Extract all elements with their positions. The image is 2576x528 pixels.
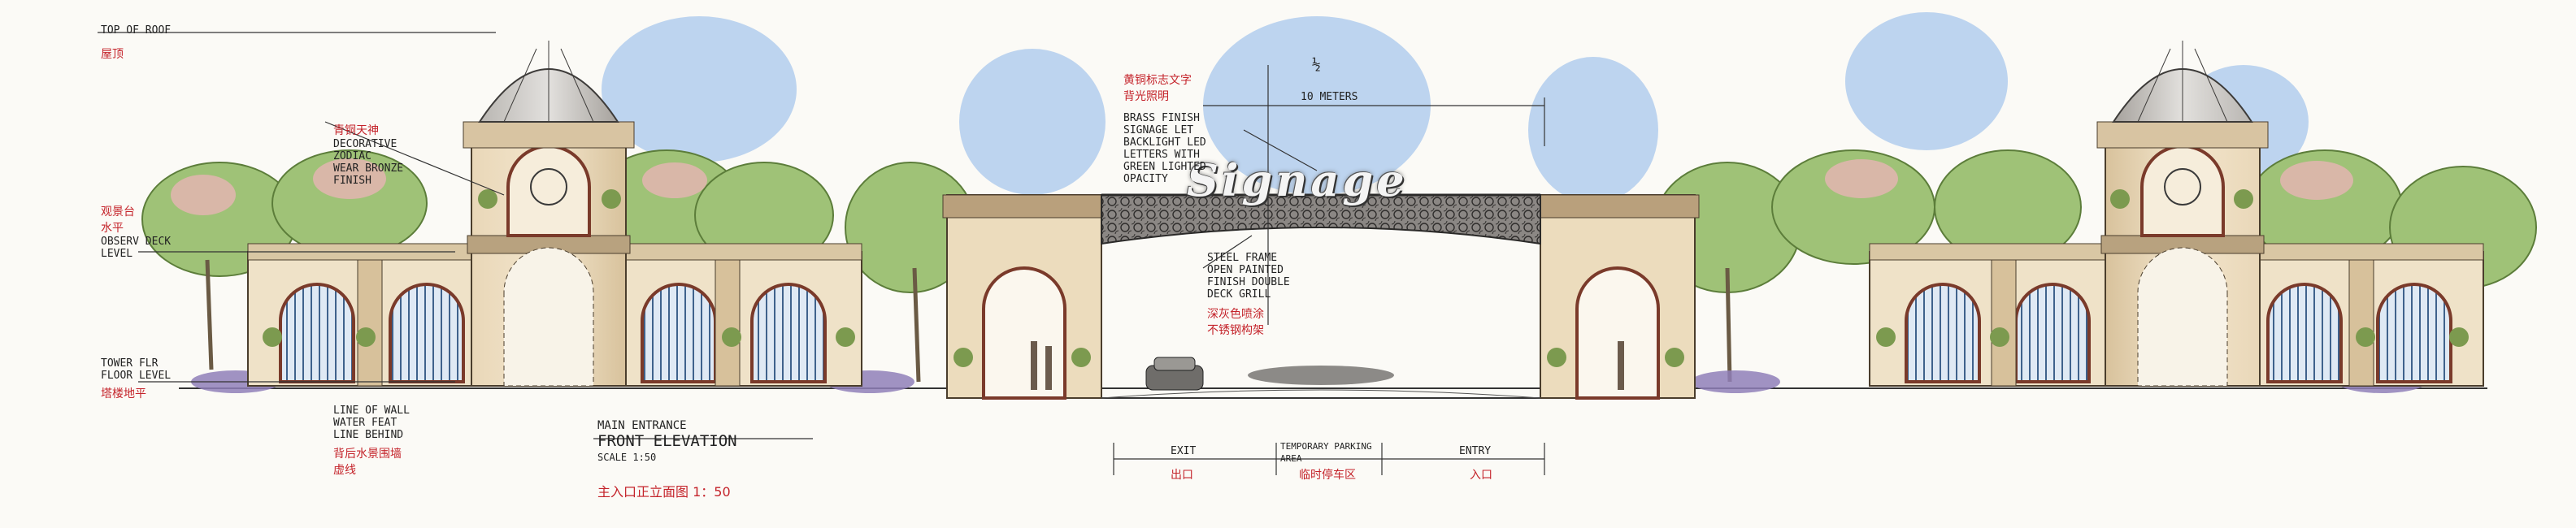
- steel-line-4: DECK GRILL: [1207, 288, 1271, 301]
- tower-floor-zh-label: 塔楼地平: [101, 387, 146, 400]
- height-label: 10 METERS: [1301, 91, 1358, 103]
- steel-zh-label-2: 不锈钢构架: [1207, 324, 1264, 337]
- wall-line-3: LINE BEHIND: [333, 429, 404, 441]
- exit-zh-label: 出口: [1171, 469, 1193, 482]
- wall-line-1: LINE OF WALL: [333, 405, 410, 417]
- steel-line-2: OPEN PAINTED: [1207, 264, 1284, 276]
- sky-wash: [602, 12, 2309, 203]
- steel-line-3: FINISH DOUBLE: [1207, 276, 1290, 288]
- signage-zh-label-1: 黄铜标志文字: [1123, 74, 1192, 87]
- deck-line-1: OBSERV DECK: [101, 236, 172, 248]
- central-gate: [942, 193, 1700, 400]
- tower-floor-line-2: FLOOR LEVEL: [101, 370, 172, 382]
- bronze-line-2: ZODIAC: [333, 150, 371, 162]
- brass-line-3: BACKLIGHT LED: [1123, 136, 1206, 149]
- temp-parking-zh-label: 临时停车区: [1299, 469, 1356, 482]
- bronze-line-1: DECORATIVE: [333, 138, 397, 150]
- deck-line-2: LEVEL: [101, 248, 133, 260]
- signage-lettering: Signage: [1187, 154, 1408, 206]
- roof-zh-label: 屋顶: [101, 48, 124, 61]
- title-line-2: FRONT ELEVATION: [597, 432, 737, 450]
- brass-line-5: GREEN LIGHTED: [1123, 161, 1206, 173]
- title-line-1: MAIN ENTRANCE: [597, 419, 687, 432]
- wall-zh-label-2: 虚线: [333, 464, 356, 477]
- bronze-line-3: WEAR BRONZE: [333, 162, 404, 175]
- temp-parking-label: TEMPORARY PARKING AREA: [1280, 441, 1372, 464]
- deck-zh-label: 观景台: [101, 206, 135, 219]
- bronze-zh-label: 青铜天神: [333, 124, 379, 137]
- exit-label: EXIT: [1171, 445, 1197, 457]
- right-pavilion: [1869, 41, 2484, 387]
- brass-line-2: SIGNAGE LET: [1123, 124, 1194, 136]
- bronze-line-4: FINISH: [333, 175, 371, 187]
- level-zh-label: 水平: [101, 222, 124, 235]
- title-zh: 主入口正立面图 1：50: [597, 484, 731, 500]
- steel-line-1: STEEL FRAME: [1207, 252, 1278, 264]
- title-line-3: SCALE 1:50: [597, 452, 657, 463]
- brass-line-4: LETTERS WITH: [1123, 149, 1200, 161]
- left-pavilion: [247, 41, 862, 387]
- steel-zh-label-1: 深灰色喷涂: [1207, 308, 1264, 321]
- signage-zh-label-2: 背光照明: [1123, 90, 1169, 103]
- wall-line-2: WATER FEAT: [333, 417, 397, 429]
- tower-floor-line-1: TOWER FLR: [101, 357, 159, 370]
- top-marker: ½: [1312, 56, 1321, 73]
- wall-zh-label-1: 背后水景围墙: [333, 448, 402, 461]
- leader-lines: [98, 32, 1545, 475]
- brass-line-6: OPACITY: [1123, 173, 1168, 185]
- entry-zh-label: 入口: [1470, 469, 1492, 482]
- top-of-roof-label: TOP OF ROOF: [101, 24, 172, 37]
- entry-label: ENTRY: [1459, 445, 1492, 457]
- brass-line-1: BRASS FINISH: [1123, 112, 1200, 124]
